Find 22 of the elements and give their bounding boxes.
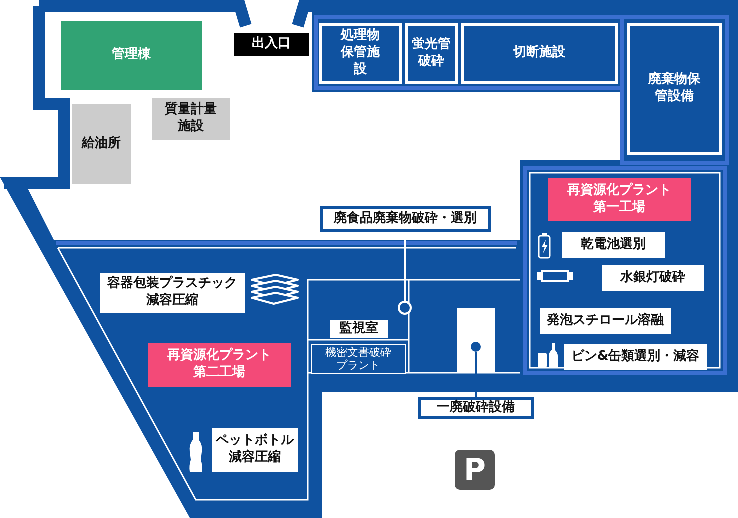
callout-label: 廃食品廃棄物破砕・選別 [320, 206, 491, 232]
leader-line [475, 352, 477, 397]
facility-box: 切断施設 [461, 23, 618, 84]
facility-box: 廃棄物保管設備 [627, 23, 722, 155]
facility-box: 処理物保管施設 [319, 23, 402, 84]
plant-box: 再資源化プラント第二工場 [148, 343, 291, 387]
facility-label: ビン&缶類選別・減容 [564, 344, 707, 370]
facility-box: 給油所 [72, 104, 131, 184]
facility-box: 蛍光管破砕 [405, 23, 458, 84]
parking-sign: P [455, 450, 495, 490]
plant-box: 再資源化プラント第一工場 [548, 178, 691, 221]
room-label: 監視室 [330, 320, 388, 338]
facility-label: 発泡スチロール溶融 [540, 308, 671, 334]
entrance-label: 出入口 [234, 33, 309, 56]
facility-label: 乾電池選別 [562, 232, 665, 258]
building-box: 管理棟 [61, 21, 202, 90]
callout-label: 一廃破砕設備 [418, 397, 534, 419]
room-box: 機密文書破砕プラント [311, 344, 406, 374]
facility-label: ペットボトル減容圧縮 [212, 428, 298, 472]
facility-box: 質量計量施設 [152, 98, 230, 140]
facility-label: 水銀灯破砕 [602, 265, 704, 291]
facility-label: 容器包装プラスチック減容圧縮 [100, 273, 245, 313]
